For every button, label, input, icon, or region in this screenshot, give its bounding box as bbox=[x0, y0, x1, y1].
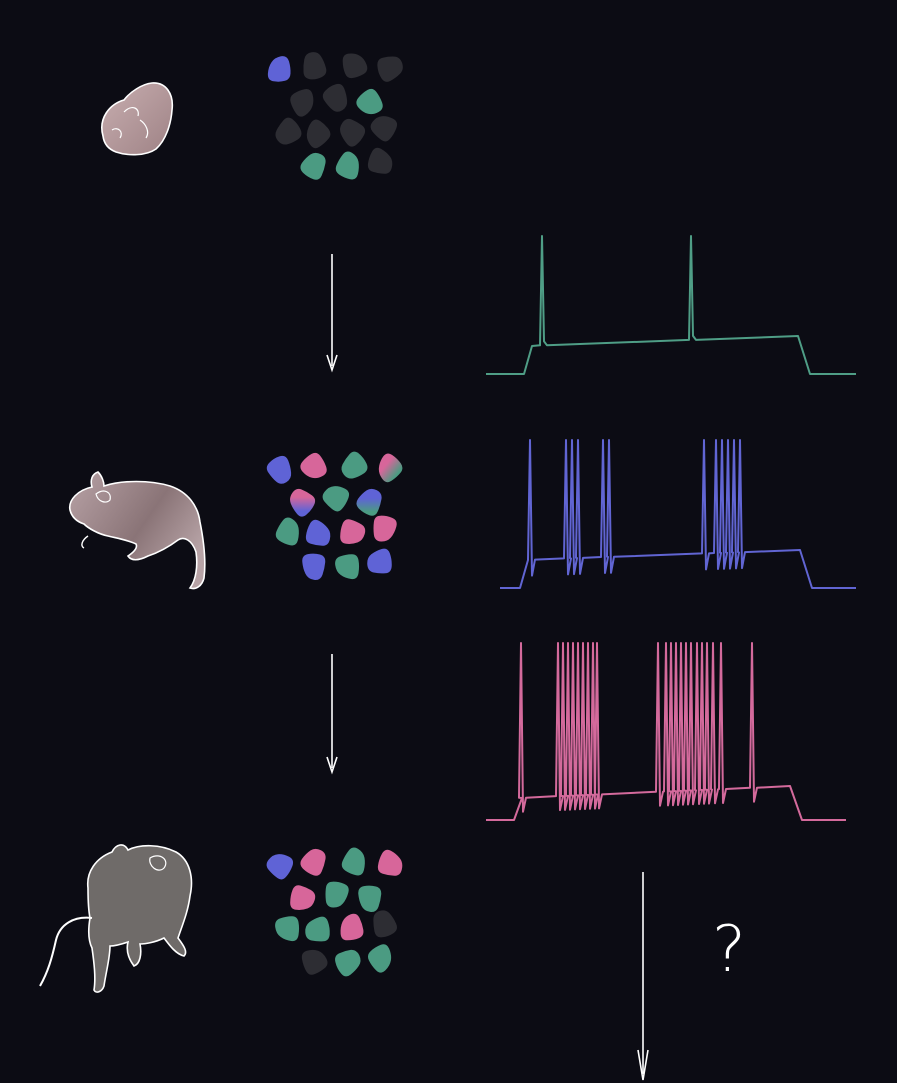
cell bbox=[377, 849, 403, 876]
trace-adult-pink bbox=[486, 642, 846, 821]
cell bbox=[302, 553, 326, 580]
cell bbox=[301, 949, 328, 975]
cell bbox=[335, 554, 360, 580]
cell bbox=[367, 944, 392, 973]
cell bbox=[300, 848, 326, 876]
adult-mouse-icon bbox=[39, 844, 193, 993]
cell bbox=[341, 847, 365, 876]
cell bbox=[340, 118, 366, 147]
cell bbox=[340, 519, 366, 544]
arrow-future bbox=[637, 872, 649, 1081]
cell bbox=[356, 88, 383, 115]
cell bbox=[275, 117, 302, 145]
arrow-newborn-to-juvenile bbox=[326, 254, 338, 373]
cell bbox=[266, 455, 292, 484]
cell bbox=[300, 452, 327, 479]
cell bbox=[266, 854, 294, 880]
cell bbox=[303, 52, 327, 80]
cell bbox=[342, 53, 368, 79]
cell bbox=[275, 916, 300, 942]
cell bbox=[335, 949, 361, 977]
cell bbox=[377, 56, 403, 82]
cell-cluster-newborn bbox=[267, 52, 403, 180]
cell-cluster-adult bbox=[266, 847, 403, 977]
cell bbox=[322, 486, 350, 512]
cell bbox=[370, 116, 398, 142]
cell bbox=[290, 885, 316, 910]
cell bbox=[300, 152, 326, 180]
cell bbox=[290, 88, 314, 117]
trace-juvenile-blue bbox=[500, 439, 856, 589]
cell bbox=[305, 519, 331, 546]
newborn-pup-icon bbox=[101, 82, 174, 156]
cell-cluster-juvenile bbox=[266, 451, 403, 580]
cell bbox=[367, 147, 393, 174]
cell bbox=[322, 83, 348, 112]
cell bbox=[267, 56, 291, 82]
cell bbox=[306, 119, 331, 149]
cell bbox=[335, 151, 359, 180]
trace-newborn-green bbox=[486, 235, 856, 375]
question-mark: ? bbox=[712, 913, 746, 987]
arrow-juvenile-to-adult bbox=[326, 654, 338, 775]
cell bbox=[367, 548, 392, 574]
cell bbox=[378, 453, 403, 483]
cell bbox=[358, 885, 382, 912]
cell bbox=[340, 913, 364, 941]
cell bbox=[290, 488, 316, 517]
cell bbox=[325, 881, 349, 908]
cell bbox=[305, 916, 330, 942]
cell bbox=[373, 910, 397, 938]
cell bbox=[356, 488, 382, 516]
cell bbox=[341, 451, 368, 479]
cell bbox=[275, 517, 299, 546]
juvenile-mouse-icon bbox=[68, 471, 206, 590]
cell bbox=[373, 515, 397, 542]
